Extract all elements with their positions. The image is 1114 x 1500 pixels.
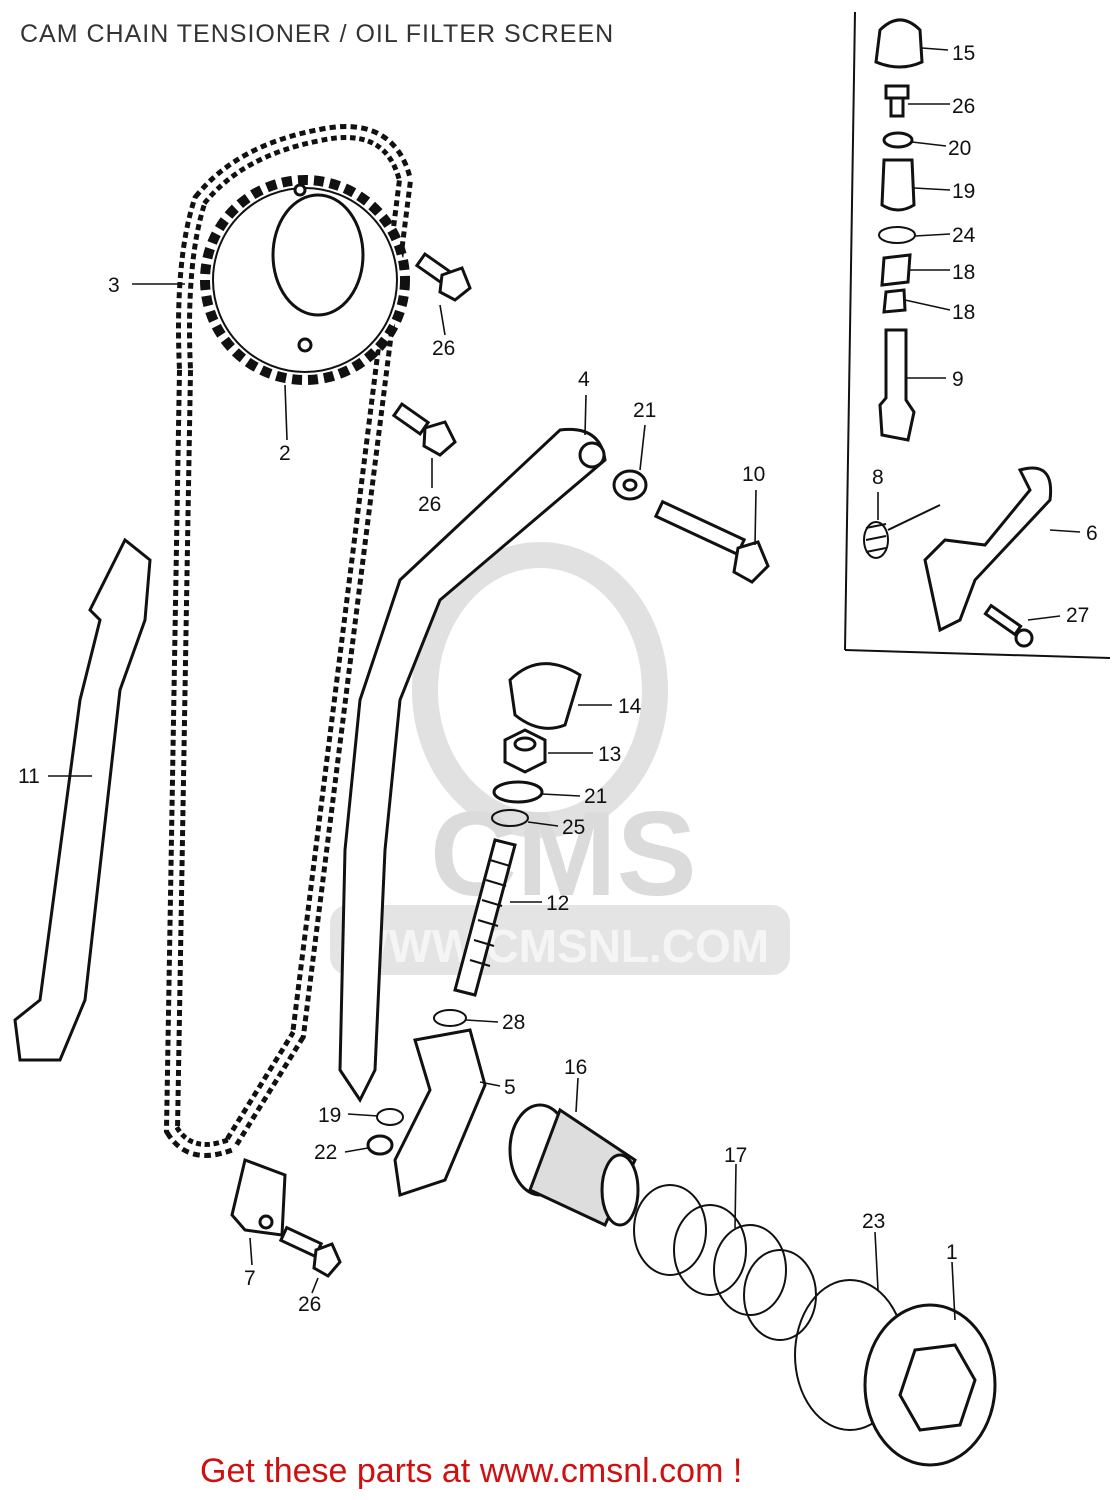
callout-23: 23 [862, 1210, 885, 1233]
bolt-27 [983, 603, 1034, 648]
callout-4: 4 [578, 368, 590, 391]
callout-19: 19 [952, 180, 975, 203]
stopper-18-upper [880, 253, 912, 287]
callout-18: 18 [952, 301, 975, 324]
tensioner-rod-12 [453, 838, 517, 997]
nut-13 [503, 728, 547, 774]
callout-25: 25 [562, 816, 585, 839]
callout-3: 3 [108, 274, 120, 297]
callout-12: 12 [546, 892, 569, 915]
footer-link[interactable]: Get these parts at www.cmsnl.com ! [200, 1452, 743, 1490]
callout-11: 11 [18, 765, 40, 788]
bolt-26-middle [391, 401, 457, 457]
callout-27: 27 [1066, 604, 1089, 627]
chain-guide [13, 537, 152, 1062]
washer-21-upper [612, 469, 648, 501]
callout-28: 28 [502, 1011, 525, 1034]
callout-26: 26 [432, 337, 455, 360]
oil-filter-screen-16 [508, 1103, 640, 1227]
tensioner-holder-5 [393, 1028, 487, 1197]
spring-8 [863, 504, 941, 559]
callout-labels: 15 26 20 19 24 18 18 9 8 6 27 3 26 2 4 2… [18, 42, 1098, 1316]
washer-21-lower [492, 780, 544, 804]
leader-lines [48, 47, 1081, 1321]
plunger-19-inset [880, 158, 916, 212]
o-ring-24 [878, 226, 916, 244]
callout-20: 20 [948, 137, 971, 160]
cap-15 [874, 18, 924, 69]
inset-frame [844, 11, 1111, 659]
tensioner-cap-14 [508, 662, 582, 730]
watermark-logo: CMS [430, 787, 697, 921]
bolt-10 [653, 499, 770, 584]
callout-24: 24 [952, 224, 976, 247]
plate-7 [230, 1157, 287, 1237]
callout-21: 21 [633, 399, 656, 422]
watermark-url: WWW.CMSNL.COM [345, 920, 769, 972]
callout-2: 2 [279, 442, 291, 465]
callout-6: 6 [1086, 522, 1098, 545]
stopper-18-lower [882, 288, 907, 314]
pushrod-9 [878, 328, 916, 442]
lever-6 [923, 466, 1053, 633]
callout-16: 16 [564, 1056, 587, 1079]
o-ring-28 [433, 1009, 467, 1027]
o-ring-25 [491, 809, 529, 827]
washer-20 [882, 131, 914, 149]
callout-13: 13 [598, 743, 621, 766]
callout-14: 14 [618, 695, 642, 718]
cam-sprocket [200, 175, 410, 385]
callout-10: 10 [742, 463, 765, 486]
callout-26: 26 [952, 95, 975, 118]
spring-17 [633, 1184, 817, 1341]
callout-19: 19 [318, 1104, 341, 1127]
page-title: CAM CHAIN TENSIONER / OIL FILTER SCREEN [20, 20, 615, 48]
callout-1: 1 [946, 1241, 958, 1264]
watermark: CMS WWW.CMSNL.COM [330, 542, 790, 975]
o-ring-19-lower [376, 1108, 404, 1126]
callout-7: 7 [244, 1267, 256, 1290]
callout-26: 26 [418, 493, 441, 516]
callout-17: 17 [724, 1144, 747, 1167]
oil-filter-cap-1 [863, 1303, 997, 1467]
bolt-26-inset [884, 84, 910, 118]
callout-22: 22 [314, 1141, 337, 1164]
callout-18: 18 [952, 261, 975, 284]
cam-chain [163, 124, 414, 1158]
callout-9: 9 [952, 368, 964, 391]
tensioner-arm [338, 427, 607, 1103]
callout-21: 21 [584, 785, 607, 808]
callout-26: 26 [298, 1293, 321, 1316]
pin-22 [366, 1134, 394, 1156]
bolt-26-upper [414, 251, 472, 302]
callout-5: 5 [504, 1076, 516, 1099]
callout-8: 8 [872, 466, 884, 489]
callout-15: 15 [952, 42, 975, 65]
bolt-26-lower [278, 1225, 342, 1278]
